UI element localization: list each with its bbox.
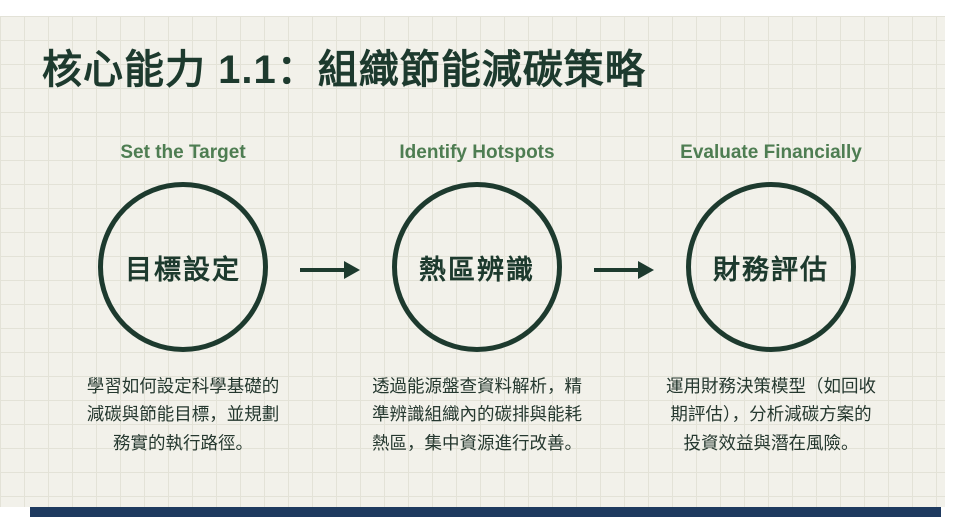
circle-label: 目標設定 (125, 254, 241, 285)
step-circle: 財務評估 (686, 182, 856, 352)
step-set-target: Set the Target 目標設定 學習如何設定科學基礎的 減碳與節能目標，… (68, 140, 298, 457)
circle-label: 財務評估 (713, 254, 829, 285)
step-circle: 熱區辨識 (392, 182, 562, 352)
slide-title: 核心能力 1.1：組織節能減碳策略 (42, 48, 646, 92)
step-heading: Identify Hotspots (399, 142, 555, 163)
step-identify-hotspots: Identify Hotspots 熱區辨識 透過能源盤查資料解析，精 準辨識組… (362, 140, 592, 457)
step-heading: Evaluate Financially (680, 142, 862, 163)
step-circle: 目標設定 (98, 182, 268, 352)
footer-bar (30, 507, 941, 517)
arrow-right-icon (592, 258, 656, 282)
step-description: 透過能源盤查資料解析，精 準辨識組織內的碳排與能耗 熱區，集中資源進行改善。 (372, 376, 582, 453)
process-flow: Set the Target 目標設定 學習如何設定科學基礎的 減碳與節能目標，… (0, 140, 945, 457)
slide-background: 核心能力 1.1：組織節能減碳策略 Set the Target 目標設定 學習… (0, 16, 945, 507)
circle-label: 熱區辨識 (419, 254, 535, 285)
step-description: 運用財務決策模型（如回收 期評估），分析減碳方案的 投資效益與潛在風險。 (666, 376, 876, 453)
step-description: 學習如何設定科學基礎的 減碳與節能目標，並規劃 務實的執行路徑。 (86, 376, 280, 453)
arrow-right-icon (298, 258, 362, 282)
step-evaluate-financially: Evaluate Financially 財務評估 運用財務決策模型（如回收 期… (656, 140, 886, 457)
step-heading: Set the Target (120, 142, 246, 163)
